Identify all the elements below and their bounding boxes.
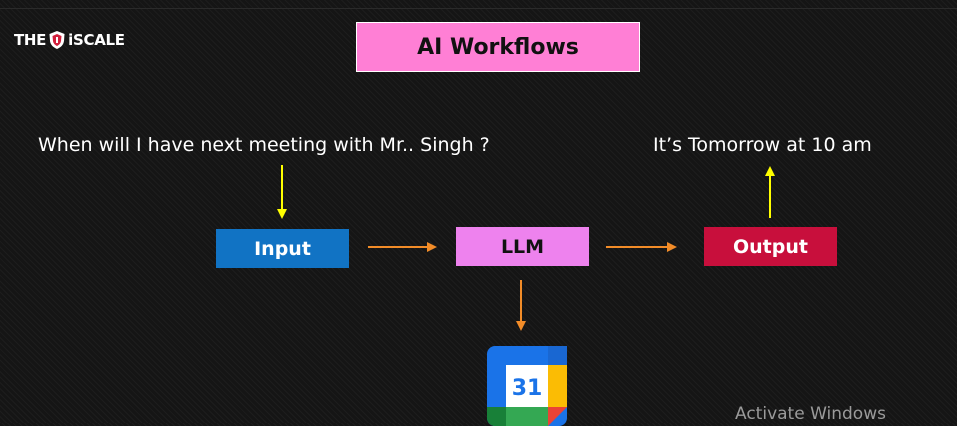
llm-answer: It’s Tomorrow at 10 am [653,134,872,156]
diagram-title: AI Workflows [356,22,640,72]
logo-text-the: THE [14,31,47,49]
output-node: Output [704,227,837,266]
llm-node: LLM [456,227,589,266]
shield-icon [49,31,65,49]
calendar-day-number: 31 [512,376,543,401]
output-to-answer-arrow [765,166,775,218]
llm-to-calendar-arrow [516,280,526,331]
input-node: Input [216,229,349,268]
user-question: When will I have next meeting with Mr.. … [38,134,490,156]
llm-to-output-arrow [606,242,677,252]
activate-windows-watermark: Activate Windows [735,404,886,424]
input-to-llm-arrow [368,242,437,252]
google-calendar-icon: 31 [487,346,567,426]
logo-text-iscale: iSCALE [68,31,125,49]
question-to-input-arrow [277,165,287,219]
top-divider [0,8,957,9]
brand-logo: THE iSCALE [14,30,125,50]
